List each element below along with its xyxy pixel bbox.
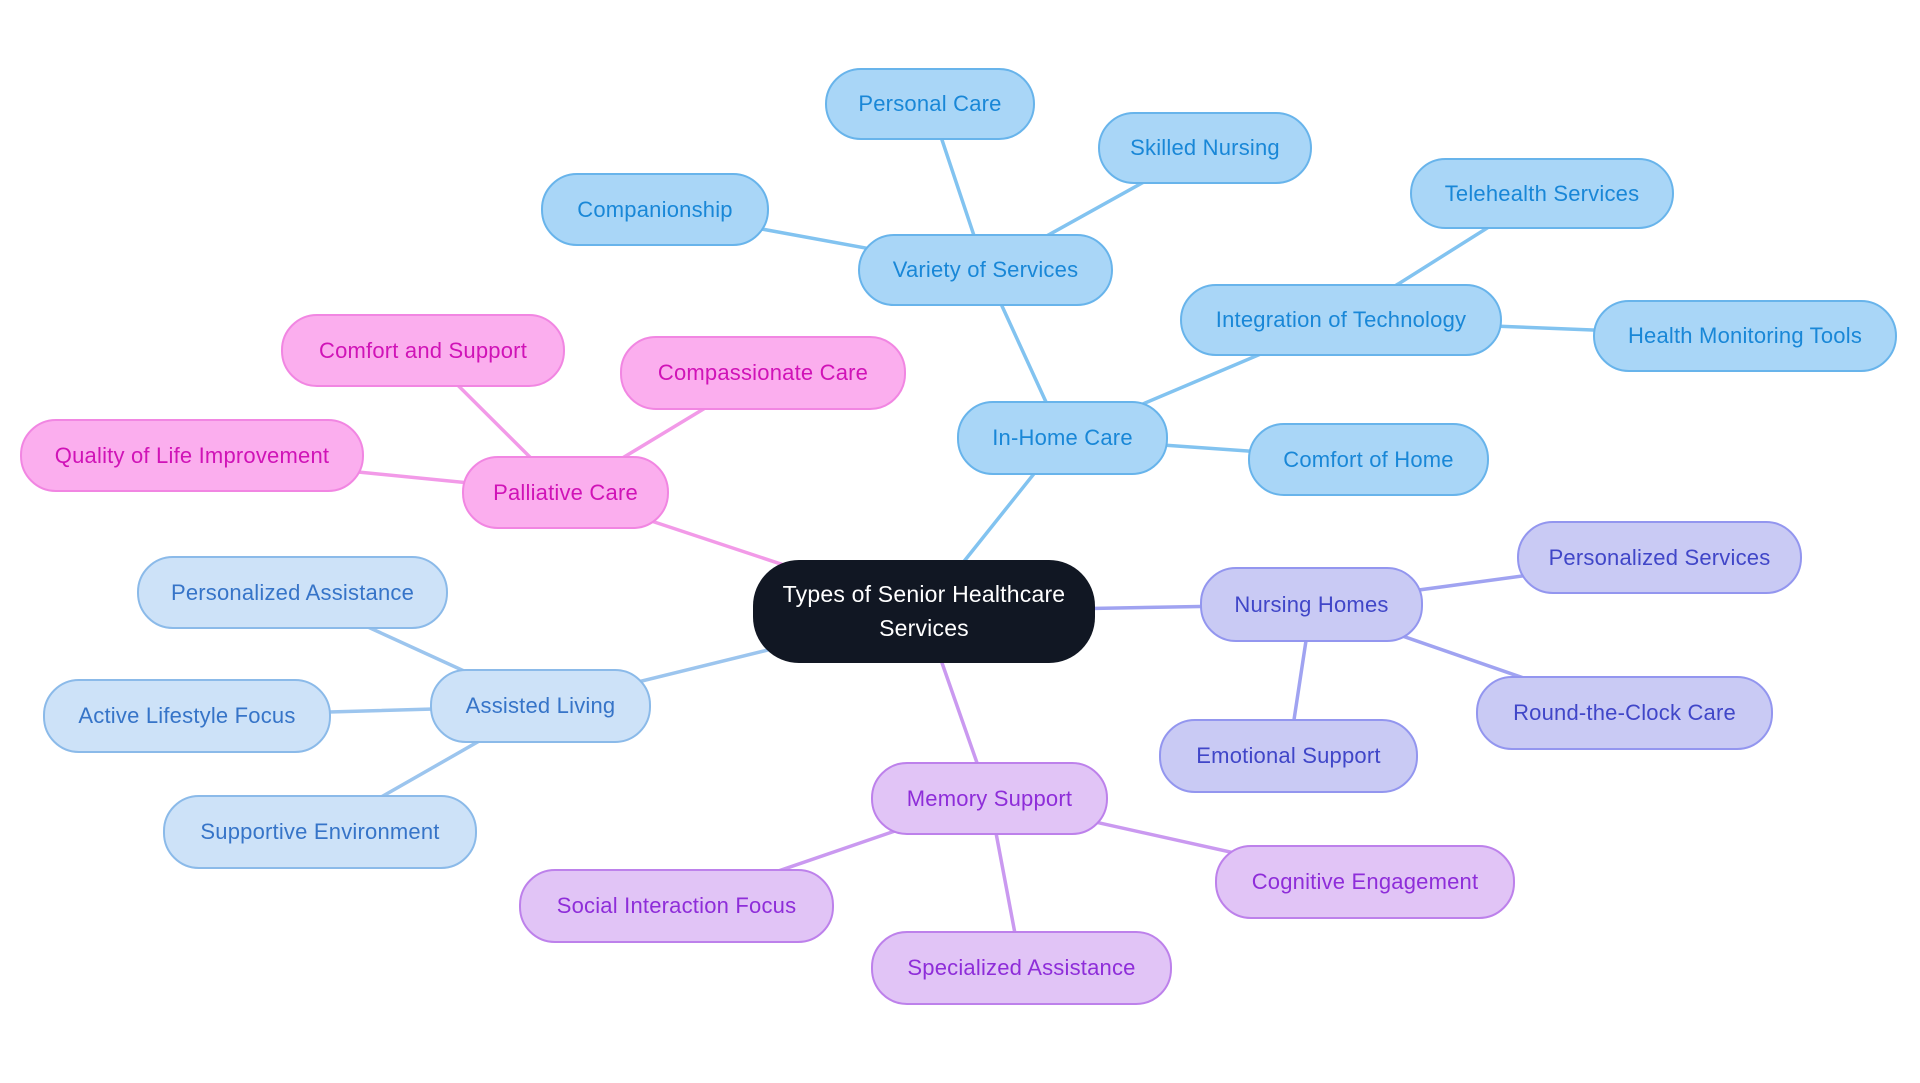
node-label: Personalized Services xyxy=(1548,544,1771,570)
node-comfort-of-home[interactable]: Comfort of Home xyxy=(1248,423,1489,496)
node-label: Nursing Homes xyxy=(1234,591,1389,617)
node-companionship[interactable]: Companionship xyxy=(541,173,769,246)
node-active-lifestyle-focus[interactable]: Active Lifestyle Focus xyxy=(43,679,331,753)
central-node[interactable]: Types of Senior Healthcare Services xyxy=(753,560,1095,663)
node-label: Comfort and Support xyxy=(318,337,528,363)
central-node-label: Types of Senior Healthcare Services xyxy=(782,581,1066,641)
node-label: Skilled Nursing xyxy=(1130,135,1280,160)
node-label: Supportive Environment xyxy=(200,819,440,844)
node-round-the-clock-care[interactable]: Round-the-Clock Care xyxy=(1476,676,1773,750)
node-comfort-and-support[interactable]: Comfort and Support xyxy=(281,314,565,387)
node-health-monitoring-tools[interactable]: Health Monitoring Tools xyxy=(1593,300,1897,372)
node-label: Memory Support xyxy=(906,785,1073,811)
node-label: Comfort of Home xyxy=(1283,446,1454,472)
node-label: Palliative Care xyxy=(493,479,638,505)
node-label: Personalized Assistance xyxy=(170,579,415,605)
node-personalized-services[interactable]: Personalized Services xyxy=(1517,521,1802,594)
node-skilled-nursing[interactable]: Skilled Nursing xyxy=(1098,112,1312,184)
node-label: Cognitive Engagement xyxy=(1251,869,1479,894)
node-label: Active Lifestyle Focus xyxy=(78,703,296,728)
node-label: Health Monitoring Tools xyxy=(1627,323,1863,348)
node-nursing-homes[interactable]: Nursing Homes xyxy=(1200,567,1423,642)
node-cognitive-engagement[interactable]: Cognitive Engagement xyxy=(1215,845,1515,919)
node-telehealth-services[interactable]: Telehealth Services xyxy=(1410,158,1674,229)
node-label: In-Home Care xyxy=(992,425,1133,450)
node-supportive-environment[interactable]: Supportive Environment xyxy=(163,795,477,869)
node-label: Round-the-Clock Care xyxy=(1513,700,1736,725)
node-memory-support[interactable]: Memory Support xyxy=(871,762,1108,835)
node-palliative-care[interactable]: Palliative Care xyxy=(462,456,669,529)
node-emotional-support[interactable]: Emotional Support xyxy=(1159,719,1418,793)
node-label: Telehealth Services xyxy=(1444,180,1640,206)
node-personalized-assistance[interactable]: Personalized Assistance xyxy=(137,556,448,629)
node-label: Assisted Living xyxy=(465,693,616,718)
node-label: Social Interaction Focus xyxy=(556,893,797,918)
node-assisted-living[interactable]: Assisted Living xyxy=(430,669,651,743)
node-label: Companionship xyxy=(577,196,733,222)
node-label: Personal Care xyxy=(858,91,1002,116)
node-integration-of-technology[interactable]: Integration of Technology xyxy=(1180,284,1502,356)
node-social-interaction-focus[interactable]: Social Interaction Focus xyxy=(519,869,834,943)
node-label: Compassionate Care xyxy=(657,360,869,385)
node-label: Emotional Support xyxy=(1196,743,1381,768)
node-label: Specialized Assistance xyxy=(907,955,1136,980)
node-label: Quality of Life Improvement xyxy=(54,442,330,468)
node-personal-care[interactable]: Personal Care xyxy=(825,68,1035,140)
node-label: Variety of Services xyxy=(892,257,1079,282)
node-compassionate-care[interactable]: Compassionate Care xyxy=(620,336,906,410)
node-label: Integration of Technology xyxy=(1215,307,1467,332)
node-in-home-care[interactable]: In-Home Care xyxy=(957,401,1168,475)
node-variety-of-services[interactable]: Variety of Services xyxy=(858,234,1113,306)
node-quality-of-life-improvement[interactable]: Quality of Life Improvement xyxy=(20,419,364,492)
node-specialized-assistance[interactable]: Specialized Assistance xyxy=(871,931,1172,1005)
